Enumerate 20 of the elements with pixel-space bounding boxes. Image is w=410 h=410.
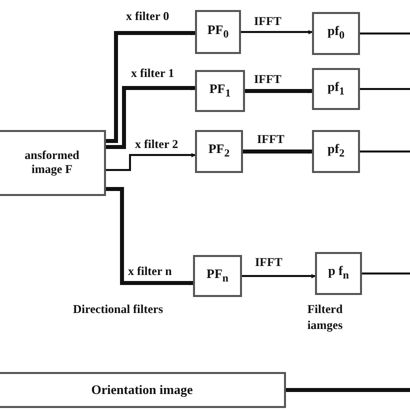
process-box: PF$_{1}$ xyxy=(195,70,245,112)
arrow xyxy=(106,153,196,171)
process-box: pf$_{0}$ xyxy=(312,12,360,55)
process-box: pf$_{1}$ xyxy=(312,68,360,110)
process-box: PF$_{n}$ xyxy=(193,255,242,297)
process-box: PF$_{2}$ xyxy=(195,130,243,173)
arrow xyxy=(106,86,196,149)
arrow xyxy=(243,150,313,154)
arrow xyxy=(245,89,313,94)
arrow xyxy=(241,30,313,34)
arrow xyxy=(106,31,196,143)
caption-text: Directional filters xyxy=(72,302,164,318)
caption-text: Filterd iamges xyxy=(306,302,344,334)
process-box: p f$_{n}$ xyxy=(315,252,362,295)
process-box: PF$_{0}$ xyxy=(195,10,241,54)
output-box: Orientation image xyxy=(0,372,286,408)
arrow xyxy=(242,274,316,278)
process-box: pf$_{2}$ xyxy=(312,130,360,173)
arrow xyxy=(106,187,194,286)
process-box: ansformed image F xyxy=(0,130,106,196)
